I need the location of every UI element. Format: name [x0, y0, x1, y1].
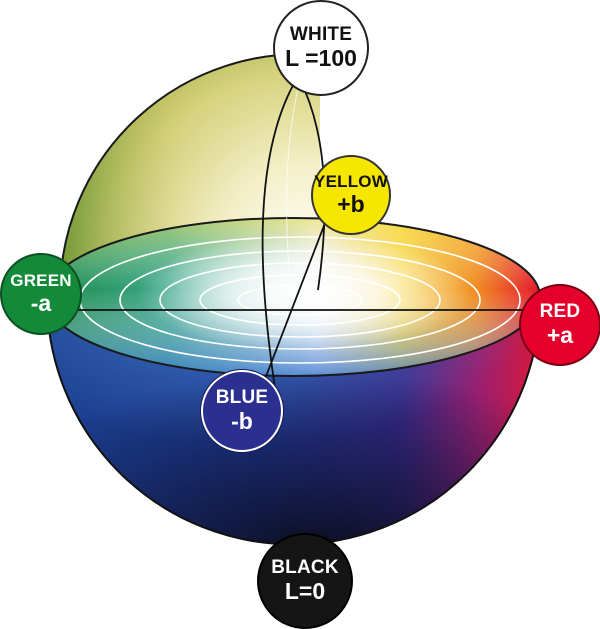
- yellow-axis-value: +b: [337, 190, 365, 217]
- chroma-rings: [79, 236, 521, 364]
- red-axis-value: +a: [546, 321, 574, 348]
- ab-color-plane: [45, 217, 541, 377]
- green-axis-badge: GREEN -a: [0, 253, 82, 335]
- yellow-axis-badge: YELLOW +b: [311, 155, 391, 235]
- blue-axis-value: -b: [231, 407, 253, 434]
- white-axis-value: L =100: [285, 44, 357, 71]
- upper-meridians: [286, 79, 301, 281]
- green-axis-value: -a: [30, 289, 52, 316]
- black-axis-value: L=0: [284, 577, 326, 604]
- yellow-axis-name: YELLOW: [314, 172, 388, 192]
- blue-axis-badge: BLUE -b: [201, 370, 283, 452]
- blue-axis-name: BLUE: [215, 387, 269, 409]
- white-axis-name: WHITE: [289, 24, 353, 46]
- vertical-meridian-outer: [261, 79, 297, 396]
- black-axis-name: BLACK: [271, 557, 339, 579]
- red-axis-badge: RED +a: [519, 284, 600, 366]
- white-axis-badge: WHITE L =100: [273, 0, 369, 96]
- red-axis-name: RED: [539, 301, 581, 323]
- green-axis-name: GREEN: [10, 271, 72, 291]
- b-axis-line: [254, 204, 333, 406]
- black-axis-badge: BLACK L=0: [257, 533, 353, 629]
